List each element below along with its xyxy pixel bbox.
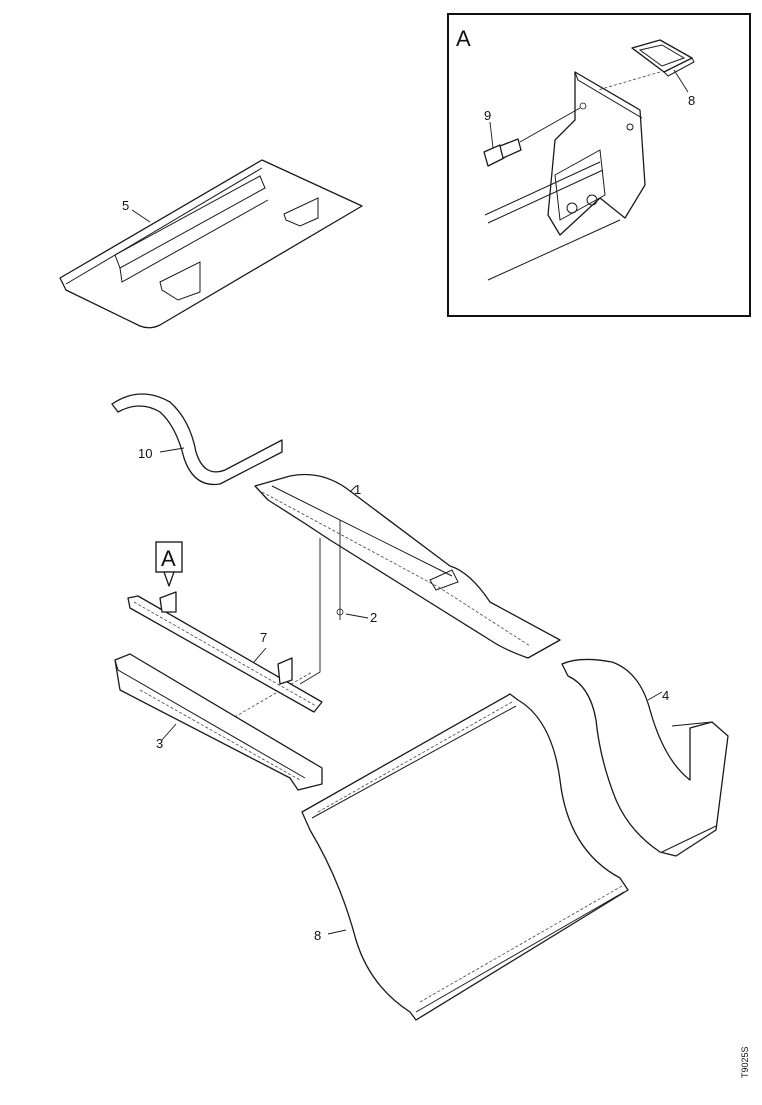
part-4-side-panel: 4 bbox=[561, 658, 729, 857]
detail-bracket bbox=[547, 71, 646, 236]
detail-marker-a: A bbox=[155, 541, 183, 587]
callout-1: 1 bbox=[354, 482, 361, 497]
callout-9: 9 bbox=[484, 108, 491, 123]
callout-4: 4 bbox=[662, 688, 669, 703]
clip-nut-icon bbox=[597, 39, 695, 91]
part-2-fastener: 2 bbox=[336, 520, 377, 625]
callout-8: 8 bbox=[314, 928, 321, 943]
callout-7: 7 bbox=[260, 630, 267, 645]
part-3-channel: 3 bbox=[114, 653, 323, 791]
detail-marker-box bbox=[155, 541, 183, 573]
drawing-id: T9025S bbox=[740, 1046, 750, 1078]
callout-8-detail: 8 bbox=[688, 93, 695, 108]
part-7-rail: 7 bbox=[127, 591, 323, 713]
part-5-tray: 5 bbox=[59, 159, 363, 329]
bolt-icon bbox=[483, 102, 587, 167]
detail-marker-label: A bbox=[161, 546, 176, 571]
callout-2: 2 bbox=[370, 610, 377, 625]
detail-view-title: A bbox=[456, 26, 471, 51]
callout-10: 10 bbox=[138, 446, 152, 461]
callout-5: 5 bbox=[122, 198, 129, 213]
part-10-curved-strip: 10 bbox=[111, 393, 283, 486]
part-1-rail: 1 bbox=[254, 473, 561, 659]
detail-view-a: A 9 8 bbox=[447, 13, 751, 317]
part-8-large-panel: 8 bbox=[301, 693, 629, 1021]
callout-3: 3 bbox=[156, 736, 163, 751]
